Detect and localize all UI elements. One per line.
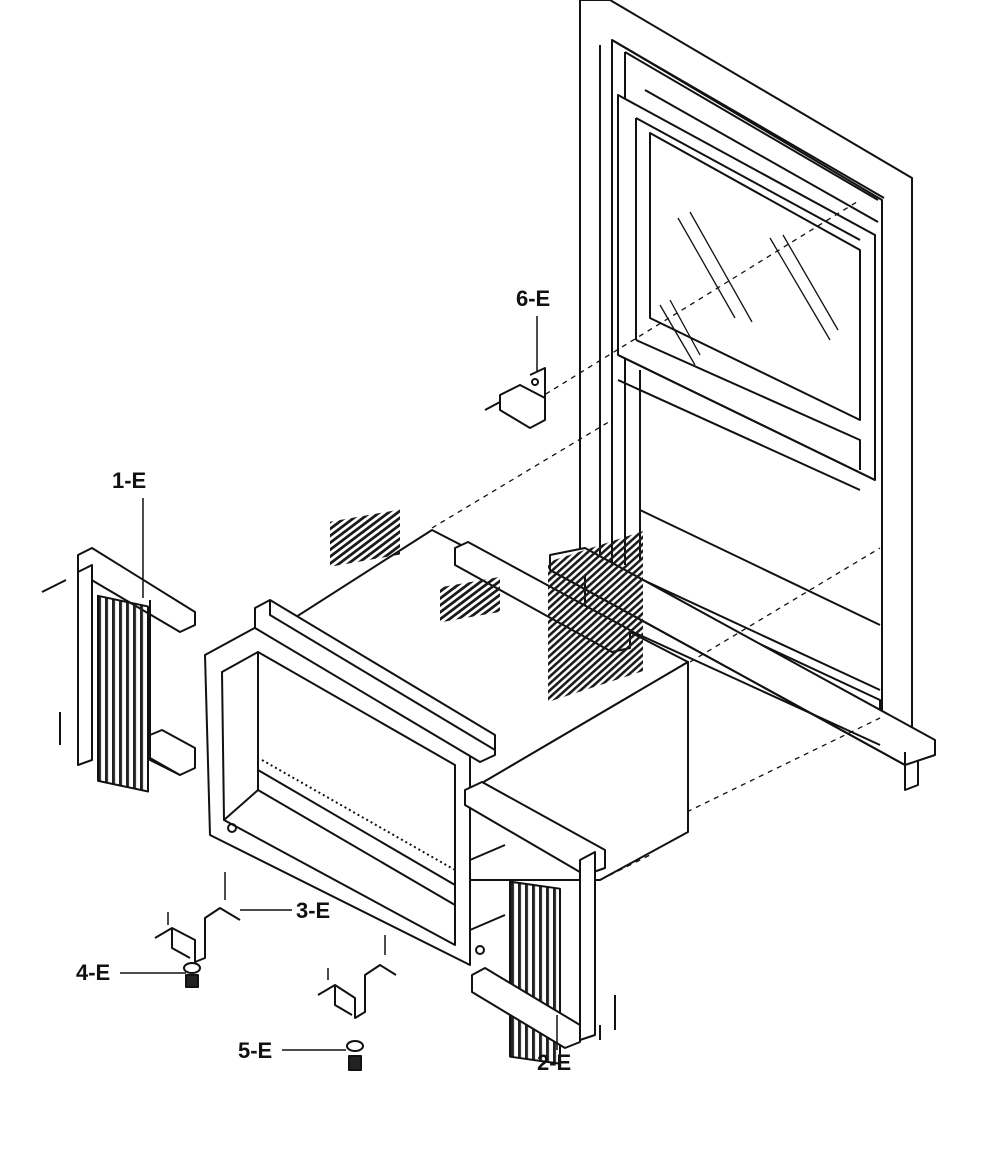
label-5e: 5-E [238, 1038, 273, 1063]
bolt-4e [183, 962, 201, 988]
label-4e: 4-E [76, 960, 111, 985]
leader-lines [120, 316, 558, 1051]
window-frame [549, 0, 936, 791]
label-2e: 2-E [537, 1050, 572, 1075]
top-rail [254, 599, 496, 763]
label-6e: 6-E [516, 286, 551, 311]
bracket-3e [154, 872, 241, 963]
bracket-lower [317, 935, 397, 1019]
label-1e: 1-E [112, 468, 147, 493]
curtain-slats-left [97, 594, 149, 793]
label-3e: 3-E [296, 898, 331, 923]
bolt-5e [346, 1040, 364, 1071]
alignment-lines [431, 199, 881, 881]
side-curtain-right [464, 781, 616, 1065]
bracket-6e [484, 367, 546, 429]
side-curtain-left [41, 547, 196, 793]
